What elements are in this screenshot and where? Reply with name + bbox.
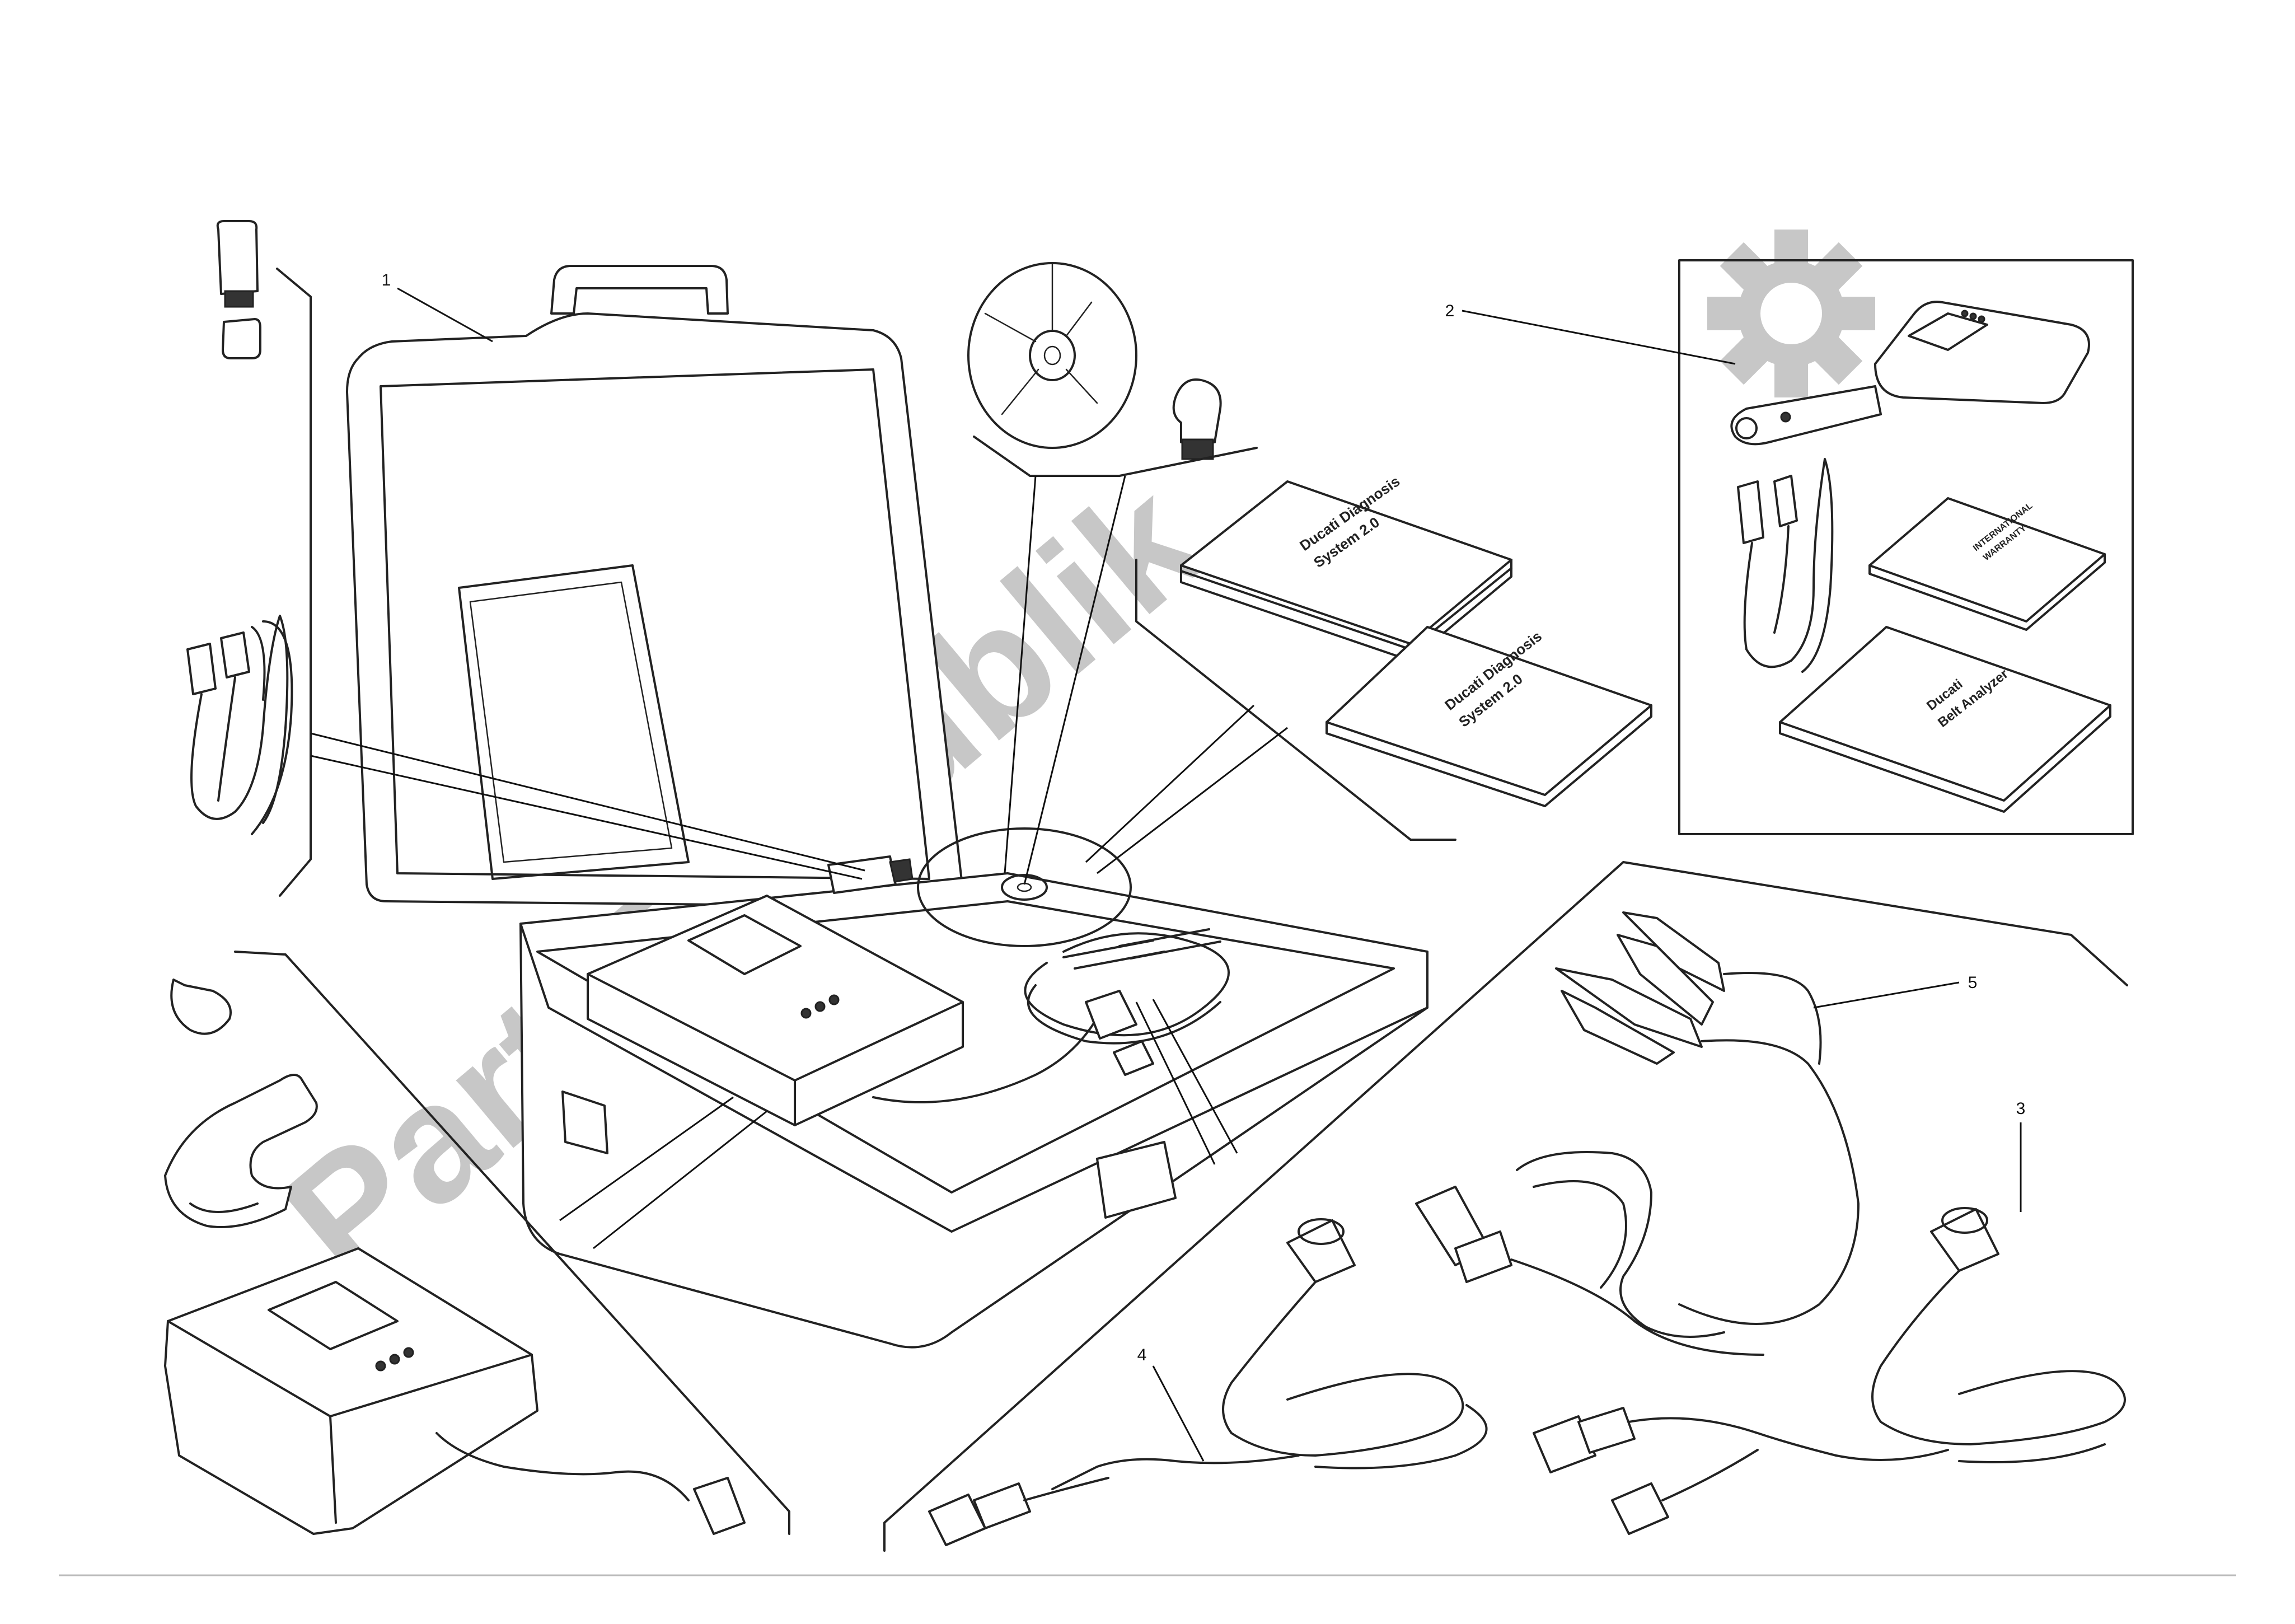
usb-stick-left — [216, 220, 261, 359]
battery-clips-cable — [1415, 911, 1860, 1356]
diagnostic-cable-4 — [928, 1218, 1488, 1546]
svg-text:1: 1 — [382, 271, 391, 289]
cd-disc — [967, 262, 1137, 449]
strap — [164, 979, 318, 1228]
callout-1: 1 — [382, 271, 493, 343]
warranty-booklet: INTERNATIONAL WARRANTY — [1868, 497, 2106, 631]
callout-2: 2 — [1445, 302, 1736, 365]
usb-cable-left — [186, 615, 293, 835]
manual-1: Ducati Diagnosis System 2.0 — [1180, 472, 1512, 662]
usb-stick-top — [1172, 378, 1222, 460]
callout-3: 3 — [2016, 1099, 2026, 1212]
belt-analyzer-device — [1730, 301, 2090, 446]
gear-icon — [1707, 230, 1875, 397]
belt-analyzer-manual: Ducati Belt Analyzer — [1779, 626, 2111, 813]
svg-text:3: 3 — [2016, 1099, 2026, 1118]
callout-5: 5 — [1813, 974, 1978, 1009]
belt-analyzer-kit-frame — [1678, 259, 2134, 835]
svg-text:5: 5 — [1968, 974, 1978, 992]
diagnostic-cable-3 — [1533, 1207, 2126, 1535]
case-assembly — [346, 265, 1428, 1349]
svg-text:4: 4 — [1137, 1346, 1147, 1364]
callout-4: 4 — [1137, 1346, 1205, 1462]
manual-2: Ducati Diagnosis System 2.0 — [1326, 626, 1652, 807]
svg-text:2: 2 — [1445, 302, 1455, 320]
interface-box-left — [164, 1247, 746, 1535]
belt-analyzer-cable — [1737, 458, 1834, 673]
